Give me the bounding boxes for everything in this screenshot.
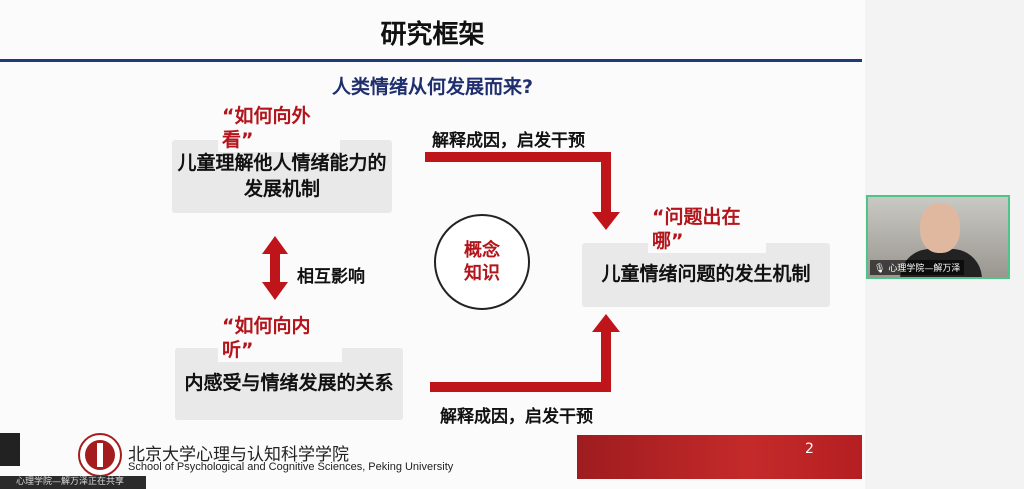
- person-head: [920, 203, 960, 253]
- slide-subtitle: 人类情绪从何发展而来?: [331, 76, 534, 98]
- presentation-slide: 研究框架 人类情绪从何发展而来? “如何向外看” 儿童理解他人情绪能力的发展机制…: [0, 20, 862, 479]
- webcam-name-label: 🎙 心理学院—解万泽: [870, 260, 965, 275]
- tag-problem-text: “问题出在哪”: [648, 205, 766, 253]
- tag-inward-text: “如何向内听”: [218, 314, 342, 362]
- share-status-bar: 心理学院—解万泽正在共享: [0, 476, 146, 489]
- school-name-cn: 北京大学心理与认知科学学院: [128, 445, 349, 465]
- tag-outward: “如何向外看”: [218, 104, 340, 157]
- arrows: [262, 152, 620, 392]
- double-arrow-icon: [262, 236, 288, 300]
- bottom-arrow-icon: [430, 314, 620, 392]
- tag-problem: “问题出在哪”: [648, 205, 766, 258]
- arrow-bottom-label: 解释成因，启发干预: [440, 407, 593, 427]
- arrow-top-label: 解释成因，启发干预: [432, 131, 585, 151]
- circle-line1: 概念: [464, 239, 500, 261]
- video-thumbnail[interactable]: [0, 433, 20, 466]
- university-logo-icon: [78, 433, 122, 477]
- title-divider: [0, 59, 862, 62]
- circle-line2: 知识: [464, 263, 500, 284]
- top-arrow-icon: [425, 152, 620, 230]
- page-number: 2: [805, 441, 814, 457]
- box-inward-text: 内感受与情绪发展的关系: [184, 372, 394, 395]
- webcam-name: 心理学院—解万泽: [888, 264, 961, 274]
- box-outward-line1: 儿童理解他人情绪能力的: [177, 151, 387, 174]
- box-problem: 儿童情绪问题的发生机制: [582, 243, 830, 307]
- box-problem-text: 儿童情绪问题的发生机制: [601, 263, 811, 286]
- webcam-tile[interactable]: 🎙 心理学院—解万泽: [866, 195, 1010, 279]
- mutual-influence-label: 相互影响: [297, 267, 365, 287]
- share-status-text: 心理学院—解万泽正在共享: [16, 477, 125, 487]
- school-name-en: School of Psychological and Cognitive Sc…: [128, 461, 454, 473]
- concept-knowledge-circle: 概念知识: [434, 214, 530, 310]
- footer-banner: [577, 435, 862, 479]
- slide-title: 研究框架: [380, 20, 485, 50]
- box-outward: 儿童理解他人情绪能力的发展机制: [172, 140, 392, 213]
- box-outward-line2: 发展机制: [243, 177, 320, 200]
- tag-inward: “如何向内听”: [218, 314, 342, 367]
- tag-outward-text: “如何向外看”: [218, 104, 340, 152]
- mic-icon: 🎙: [874, 264, 886, 274]
